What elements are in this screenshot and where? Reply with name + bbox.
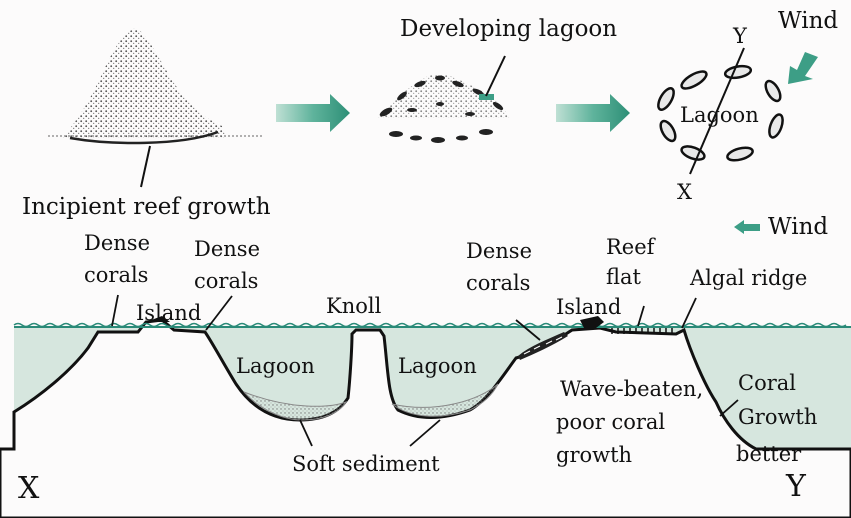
incipient-reef-mound — [48, 28, 262, 188]
label-island-right: Island — [556, 295, 621, 319]
label-top-y: Y — [732, 24, 748, 48]
water-surface — [13, 322, 851, 328]
label-wind-lower: Wind — [768, 214, 828, 240]
label-coral-growth-b: Growth — [738, 405, 817, 429]
label-island-left: Island — [136, 301, 201, 325]
label-coral-growth-c: better — [736, 442, 802, 466]
label-top-x: X — [677, 180, 692, 204]
atoll-ring — [657, 64, 784, 162]
label-dense-corals-3a: Dense — [466, 239, 532, 263]
label-end-y: Y — [785, 469, 807, 504]
label-algal-ridge: Algal ridge — [689, 266, 807, 290]
label-dense-corals-2b: corals — [194, 269, 258, 293]
section-line-xy — [689, 47, 745, 175]
developing-lagoon-mound — [378, 55, 510, 143]
label-developing-lagoon: Developing lagoon — [400, 16, 617, 42]
label-dense-corals-3b: corals — [466, 271, 530, 295]
stage-arrow-1 — [276, 94, 350, 132]
label-wave-beaten-a: Wave-beaten, — [560, 377, 703, 401]
label-wind-top: Wind — [778, 8, 838, 34]
label-coral-growth-a: Coral — [738, 371, 796, 395]
label-lagoon-left: Lagoon — [236, 354, 315, 378]
label-reef-flat-a: Reef — [606, 235, 657, 259]
label-dense-corals-2a: Dense — [194, 237, 260, 261]
label-wave-beaten-c: growth — [556, 443, 632, 467]
wind-arrow-top — [788, 52, 818, 84]
label-knoll: Knoll — [326, 294, 382, 318]
right-island — [580, 316, 604, 328]
sediment-right-lagoon — [391, 383, 499, 417]
leader-lines — [111, 294, 739, 447]
label-dense-corals-1a: Dense — [84, 231, 150, 255]
label-reef-flat-b: flat — [606, 265, 642, 289]
label-incipient-reef: Incipient reef growth — [22, 194, 271, 220]
left-island — [146, 316, 170, 322]
label-dense-corals-1b: corals — [84, 263, 148, 287]
seabed-profile — [0, 318, 851, 518]
reef-flat-hatch — [611, 328, 673, 334]
label-end-x: X — [18, 471, 40, 506]
sediment-left-lagoon — [243, 391, 348, 421]
label-lagoon-right: Lagoon — [398, 354, 477, 378]
label-wave-beaten-b: poor coral — [556, 410, 665, 434]
label-soft-sediment: Soft sediment — [292, 452, 440, 476]
label-atoll-lagoon: Lagoon — [680, 103, 759, 127]
right-dense-corals — [518, 332, 568, 360]
wind-arrow-lower — [734, 220, 760, 234]
stage-arrow-2 — [556, 94, 630, 132]
